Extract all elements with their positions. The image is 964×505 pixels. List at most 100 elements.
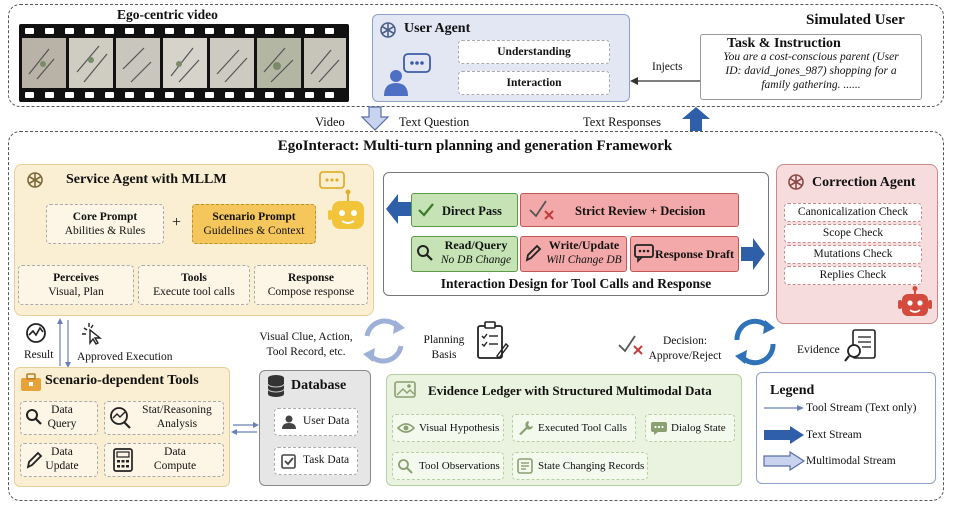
right-blue-arrow xyxy=(741,238,765,270)
filmstrip-frames xyxy=(22,28,346,98)
scope-check: Scope Check xyxy=(784,224,922,243)
text-question-label: Text Question xyxy=(399,115,470,129)
canonicalization-check: Canonicalization Check xyxy=(784,203,922,222)
service-agent-title: Service Agent with MLLM xyxy=(66,172,227,187)
chat-bubble-icon xyxy=(651,422,667,435)
response-title: Response xyxy=(287,272,334,284)
task-data-label: Task Data xyxy=(303,454,350,466)
left-blue-arrow xyxy=(386,194,412,224)
response-step: Response Compose response xyxy=(254,265,368,305)
state-changing-records-label: State Changing Records xyxy=(538,460,645,472)
scenario-prompt-box: Scenario Prompt Guidelines & Context xyxy=(192,204,316,244)
openai-icon xyxy=(788,174,804,190)
framework-title: EgoInteract: Multi-turn planning and gen… xyxy=(277,138,673,154)
scenario-tools-title: Scenario-dependent Tools xyxy=(45,373,199,388)
video-label-flow: Video xyxy=(315,115,345,129)
read-query-title: Read/Query xyxy=(444,238,508,252)
simulated-user-panel xyxy=(8,4,944,107)
eye-icon xyxy=(396,423,416,433)
refresh-cycle-icon xyxy=(734,318,776,366)
planning-line2: Basis xyxy=(431,349,457,361)
text-stream-legend-arrow xyxy=(764,426,804,444)
visual-clue-line1: Visual Clue, Action, xyxy=(259,331,353,343)
perceives-title: Perceives xyxy=(53,272,99,284)
multimodal-stream-legend-arrow xyxy=(763,450,806,472)
result-label: Result xyxy=(24,349,54,361)
tool-observations-item xyxy=(392,452,504,480)
tool-stream-legend-label: Tool Stream (Text only) xyxy=(806,402,917,414)
correction-agent-title: Correction Agent xyxy=(812,175,916,190)
user-chat-icon xyxy=(384,53,431,96)
wrench-icon xyxy=(519,421,533,435)
user-data-label: User Data xyxy=(303,415,350,427)
user-agent-title: User Agent xyxy=(404,21,471,36)
database-title: Database xyxy=(291,378,347,393)
user-icon xyxy=(282,415,296,429)
check-cross-icon xyxy=(618,335,643,355)
tools-sub: Execute tool calls xyxy=(153,286,235,298)
evidence-label: Evidence xyxy=(797,344,840,356)
tools-database-arrows xyxy=(231,422,259,435)
write-update-box xyxy=(520,236,627,272)
task-check-icon xyxy=(281,454,296,469)
direct-pass-label: Direct Pass xyxy=(442,204,502,218)
interaction-item: Interaction xyxy=(458,71,610,95)
state-changing-records-item xyxy=(512,452,648,480)
legend-title: Legend xyxy=(770,383,815,398)
visual-hypothesis-label: Visual Hypothesis xyxy=(419,422,500,434)
approved-execution-label: Approved Execution xyxy=(77,351,173,363)
video-down-arrow xyxy=(360,106,390,131)
check-icon xyxy=(418,203,434,217)
database-icon xyxy=(267,375,285,397)
perceives-sub: Visual, Plan xyxy=(48,286,104,298)
pencil-icon xyxy=(525,244,542,262)
openai-icon xyxy=(380,22,396,38)
stat-reasoning-line1: Stat/Reasoning xyxy=(142,404,212,416)
data-compute-line2: Compute xyxy=(153,460,197,472)
chat-bubble-icon xyxy=(634,244,654,263)
openai-icon xyxy=(27,172,43,188)
read-query-box xyxy=(411,236,518,272)
strict-review-label: Strict Review + Decision xyxy=(575,204,706,218)
data-update-line2: Update xyxy=(45,460,79,472)
decision-line2: Approve/Reject xyxy=(648,350,722,362)
video-label: Ego-centric video xyxy=(117,7,218,22)
core-prompt-box: Core Prompt Abilities & Rules xyxy=(46,204,164,244)
text-responses-label: Text Responses xyxy=(583,115,661,129)
data-update-line1: Data xyxy=(51,446,73,458)
stat-reasoning-tool xyxy=(104,401,224,435)
calculator-icon xyxy=(113,448,133,472)
strict-review-box xyxy=(520,193,739,227)
multimodal-stream-legend-label: Multimodal Stream xyxy=(806,455,896,467)
check-cross-icon xyxy=(529,200,554,220)
perceives-step: Perceives Visual, Plan xyxy=(18,265,134,305)
visual-hypothesis-item xyxy=(392,414,504,442)
robot-icon xyxy=(319,171,364,229)
replies-check: Replies Check xyxy=(784,266,922,285)
core-prompt-sub: Abilities & Rules xyxy=(64,225,146,237)
response-sub: Compose response xyxy=(267,286,355,298)
task-instruction-box xyxy=(700,34,922,100)
understanding-item: Understanding xyxy=(458,40,610,64)
text-stream-legend-label: Text Stream xyxy=(806,429,862,441)
injects-label: Injects xyxy=(652,61,683,73)
write-update-title: Write/Update xyxy=(548,238,620,252)
simulated-user-title: Simulated User xyxy=(806,12,905,28)
clipboard-icon xyxy=(477,321,509,360)
response-draft-label: Response Draft xyxy=(655,247,734,261)
cycle-arrows-icon xyxy=(363,318,405,364)
data-query-line2: Query xyxy=(47,418,77,430)
core-prompt-title: Core Prompt xyxy=(72,211,138,223)
executed-tool-calls-label: Executed Tool Calls xyxy=(538,422,627,434)
dialog-state-label: Dialog State xyxy=(671,422,726,434)
write-update-sub: Will Change DB xyxy=(546,254,622,266)
read-query-sub: No DB Change xyxy=(440,254,512,266)
tools-title: Tools xyxy=(181,272,207,284)
decision-line1: Decision: xyxy=(662,335,708,347)
magnifier-chart-icon xyxy=(110,407,131,429)
task-title: Task & Instruction xyxy=(727,36,841,51)
interaction-caption: Interaction Design for Tool Calls and Re… xyxy=(440,276,712,291)
data-query-tool xyxy=(20,401,98,435)
framework-panel xyxy=(8,131,944,501)
tools-step: Tools Execute tool calls xyxy=(138,265,250,305)
